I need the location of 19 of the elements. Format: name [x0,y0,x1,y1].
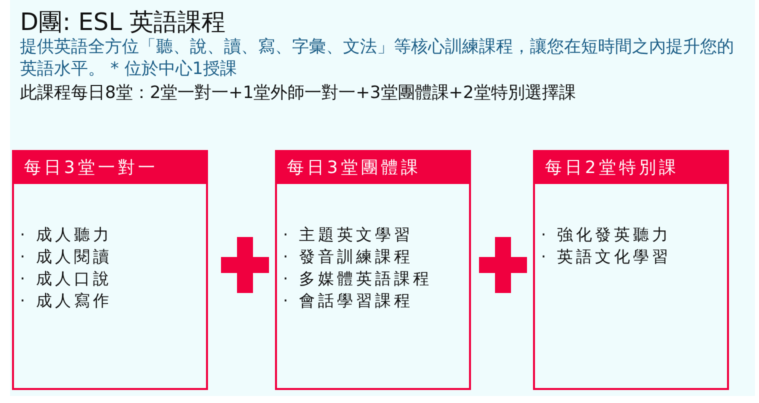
description-text: 此課程每日8堂：2堂一對一+1堂外師一對一+3堂團體課+2堂特別選擇課 [20,82,577,105]
list-item: · 強化發英聽力 [541,224,672,246]
title: D團: ESL 英語課程 [20,7,226,38]
list-item: · 成人口說 [20,268,112,290]
list-item: · 成人閱讀 [20,246,112,268]
card-header: 每日3堂一對一 [14,152,206,184]
card-header: 每日3堂團體課 [277,152,469,184]
course-card [12,150,208,390]
description-text: 提供英語全方位「聽、說、讀、寫、字彙、文法」等核心訓練課程，讓您在短時間之內提升您的英語水平。 * 位於中心1授課 [20,36,735,80]
course-card [275,150,471,390]
list-item: · 主題英文學習 [283,224,414,246]
list-item: · 成人寫作 [20,290,112,312]
course-card [533,150,729,390]
list-item: · 會話學習課程 [283,290,414,312]
list-item: · 英語文化學習 [541,246,672,268]
list-item: · 多媒體英語課程 [283,268,432,290]
card-header: 每日2堂特別課 [535,152,727,184]
list-item: · 成人聽力 [20,224,112,246]
list-item: · 發音訓練課程 [283,246,414,268]
